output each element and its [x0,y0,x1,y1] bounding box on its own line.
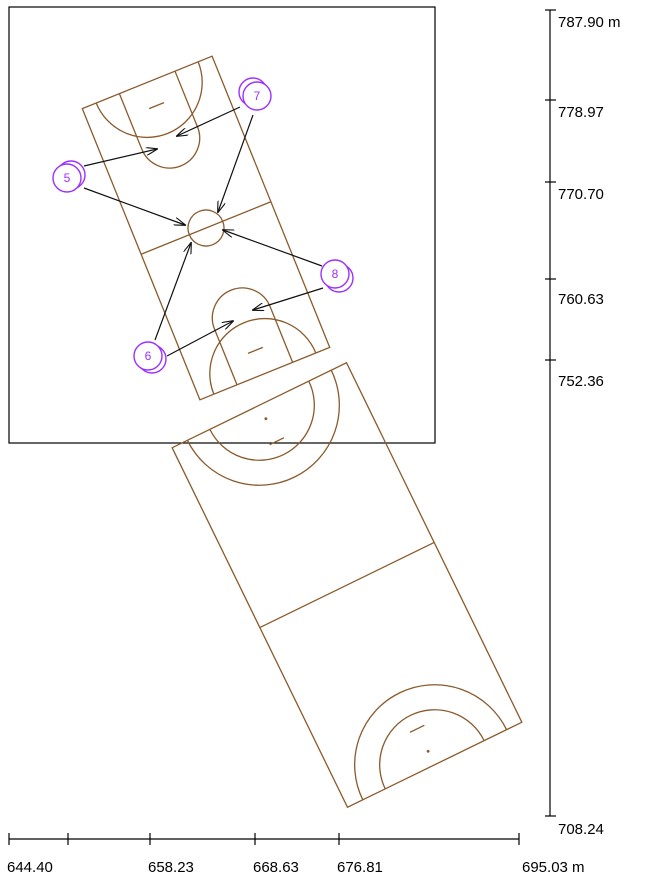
arrow-8-to-center [223,230,323,267]
player-7-label: 7 [254,89,261,103]
player-8-label: 8 [332,267,339,281]
y-tick-label: 770.70 [558,186,604,203]
x-scale-axis: 644.40 658.23 668.63 676.81 695.03 m [7,833,585,876]
arrow-5-to-upper-key [83,149,157,167]
player-7[interactable]: 7 [238,77,272,111]
player-5[interactable]: 5 [52,160,86,193]
movement-arrows [83,106,324,357]
x-tick-label: 695.03 m [522,859,585,876]
player-6[interactable]: 6 [133,341,167,374]
large-court [171,361,523,809]
arrow-5-to-center [83,187,185,225]
arrow-6-to-lower-key [166,321,233,357]
x-tick-label: 676.81 [337,859,383,876]
player-8[interactable]: 8 [320,259,354,293]
arrow-7-to-upper-key [177,106,241,136]
y-tick-label: 787.90 m [558,14,621,31]
x-tick-label: 668.63 [253,859,299,876]
arrow-7-to-center [218,114,254,212]
y-tick-label: 760.63 [558,291,604,308]
small-court [81,55,331,401]
arrow-8-to-lower-key [253,287,324,310]
x-tick-label: 644.40 [7,859,53,876]
player-5-label: 5 [64,171,71,185]
player-6-label: 6 [145,349,152,363]
arrow-6-to-center [154,243,191,341]
y-scale-axis: 787.90 m 778.97 770.70 760.63 752.36 708… [545,9,621,838]
y-tick-label: 778.97 [558,104,604,121]
viewport-frame [8,6,436,444]
x-tick-label: 658.23 [148,859,194,876]
y-tick-label: 708.24 [558,821,604,838]
y-tick-label: 752.36 [558,373,604,390]
